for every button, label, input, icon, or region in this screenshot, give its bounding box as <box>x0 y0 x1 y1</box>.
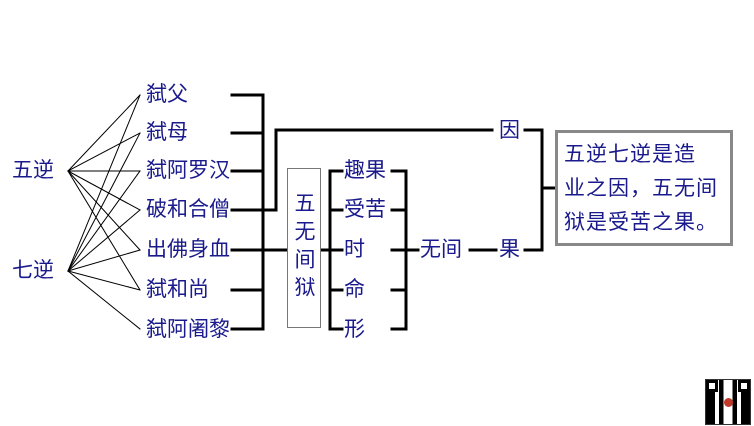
hell-aspect-label: 受苦 <box>344 197 386 221</box>
hell-aspect-label: 命 <box>344 277 365 301</box>
crime-label: 弑阿阇黎 <box>146 317 230 341</box>
hell-title-box: 五无间狱 <box>287 168 321 328</box>
fan-line <box>67 270 141 291</box>
fan-line <box>67 170 141 211</box>
fan-line <box>67 94 141 272</box>
hell-aspect-label: 趣果 <box>344 158 386 182</box>
hell-aspect-label: 时 <box>344 237 365 261</box>
crime-label: 出佛身血 <box>146 237 230 261</box>
summary-box: 五逆七逆是造 业之因，五无间 狱是受苦之果。 <box>555 130 733 246</box>
cause-label: 因 <box>499 118 520 142</box>
fan-line <box>67 170 141 272</box>
crime-label: 弑父 <box>146 82 188 106</box>
source-label-wuni: 五逆 <box>12 158 54 182</box>
mid-label: 无间 <box>420 237 462 261</box>
crime-label: 破和合僧 <box>146 197 230 221</box>
summary-line: 狱是受苦之果。 <box>564 210 718 234</box>
crime-label: 弑阿罗汉 <box>146 158 230 182</box>
crime-label: 弑和尚 <box>146 277 209 301</box>
fan-line <box>67 270 141 330</box>
qr-center-dot <box>724 398 733 407</box>
fan-line <box>67 94 141 172</box>
source-label-qini: 七逆 <box>12 258 54 282</box>
fan-line <box>67 249 141 272</box>
summary-line: 五逆七逆是造 <box>564 142 696 166</box>
fan-line <box>67 209 141 272</box>
hell-aspect-label: 形 <box>344 317 365 341</box>
crime-label: 弑母 <box>146 120 188 144</box>
fan-line <box>67 132 141 172</box>
summary-line: 业之因，五无间 <box>564 176 718 200</box>
fan-line <box>67 132 141 272</box>
hell-title: 五无间狱 <box>292 192 316 304</box>
fan-line <box>67 170 141 291</box>
effect-label: 果 <box>499 237 520 261</box>
fan-line <box>67 170 141 251</box>
qr-code-icon <box>705 379 751 425</box>
